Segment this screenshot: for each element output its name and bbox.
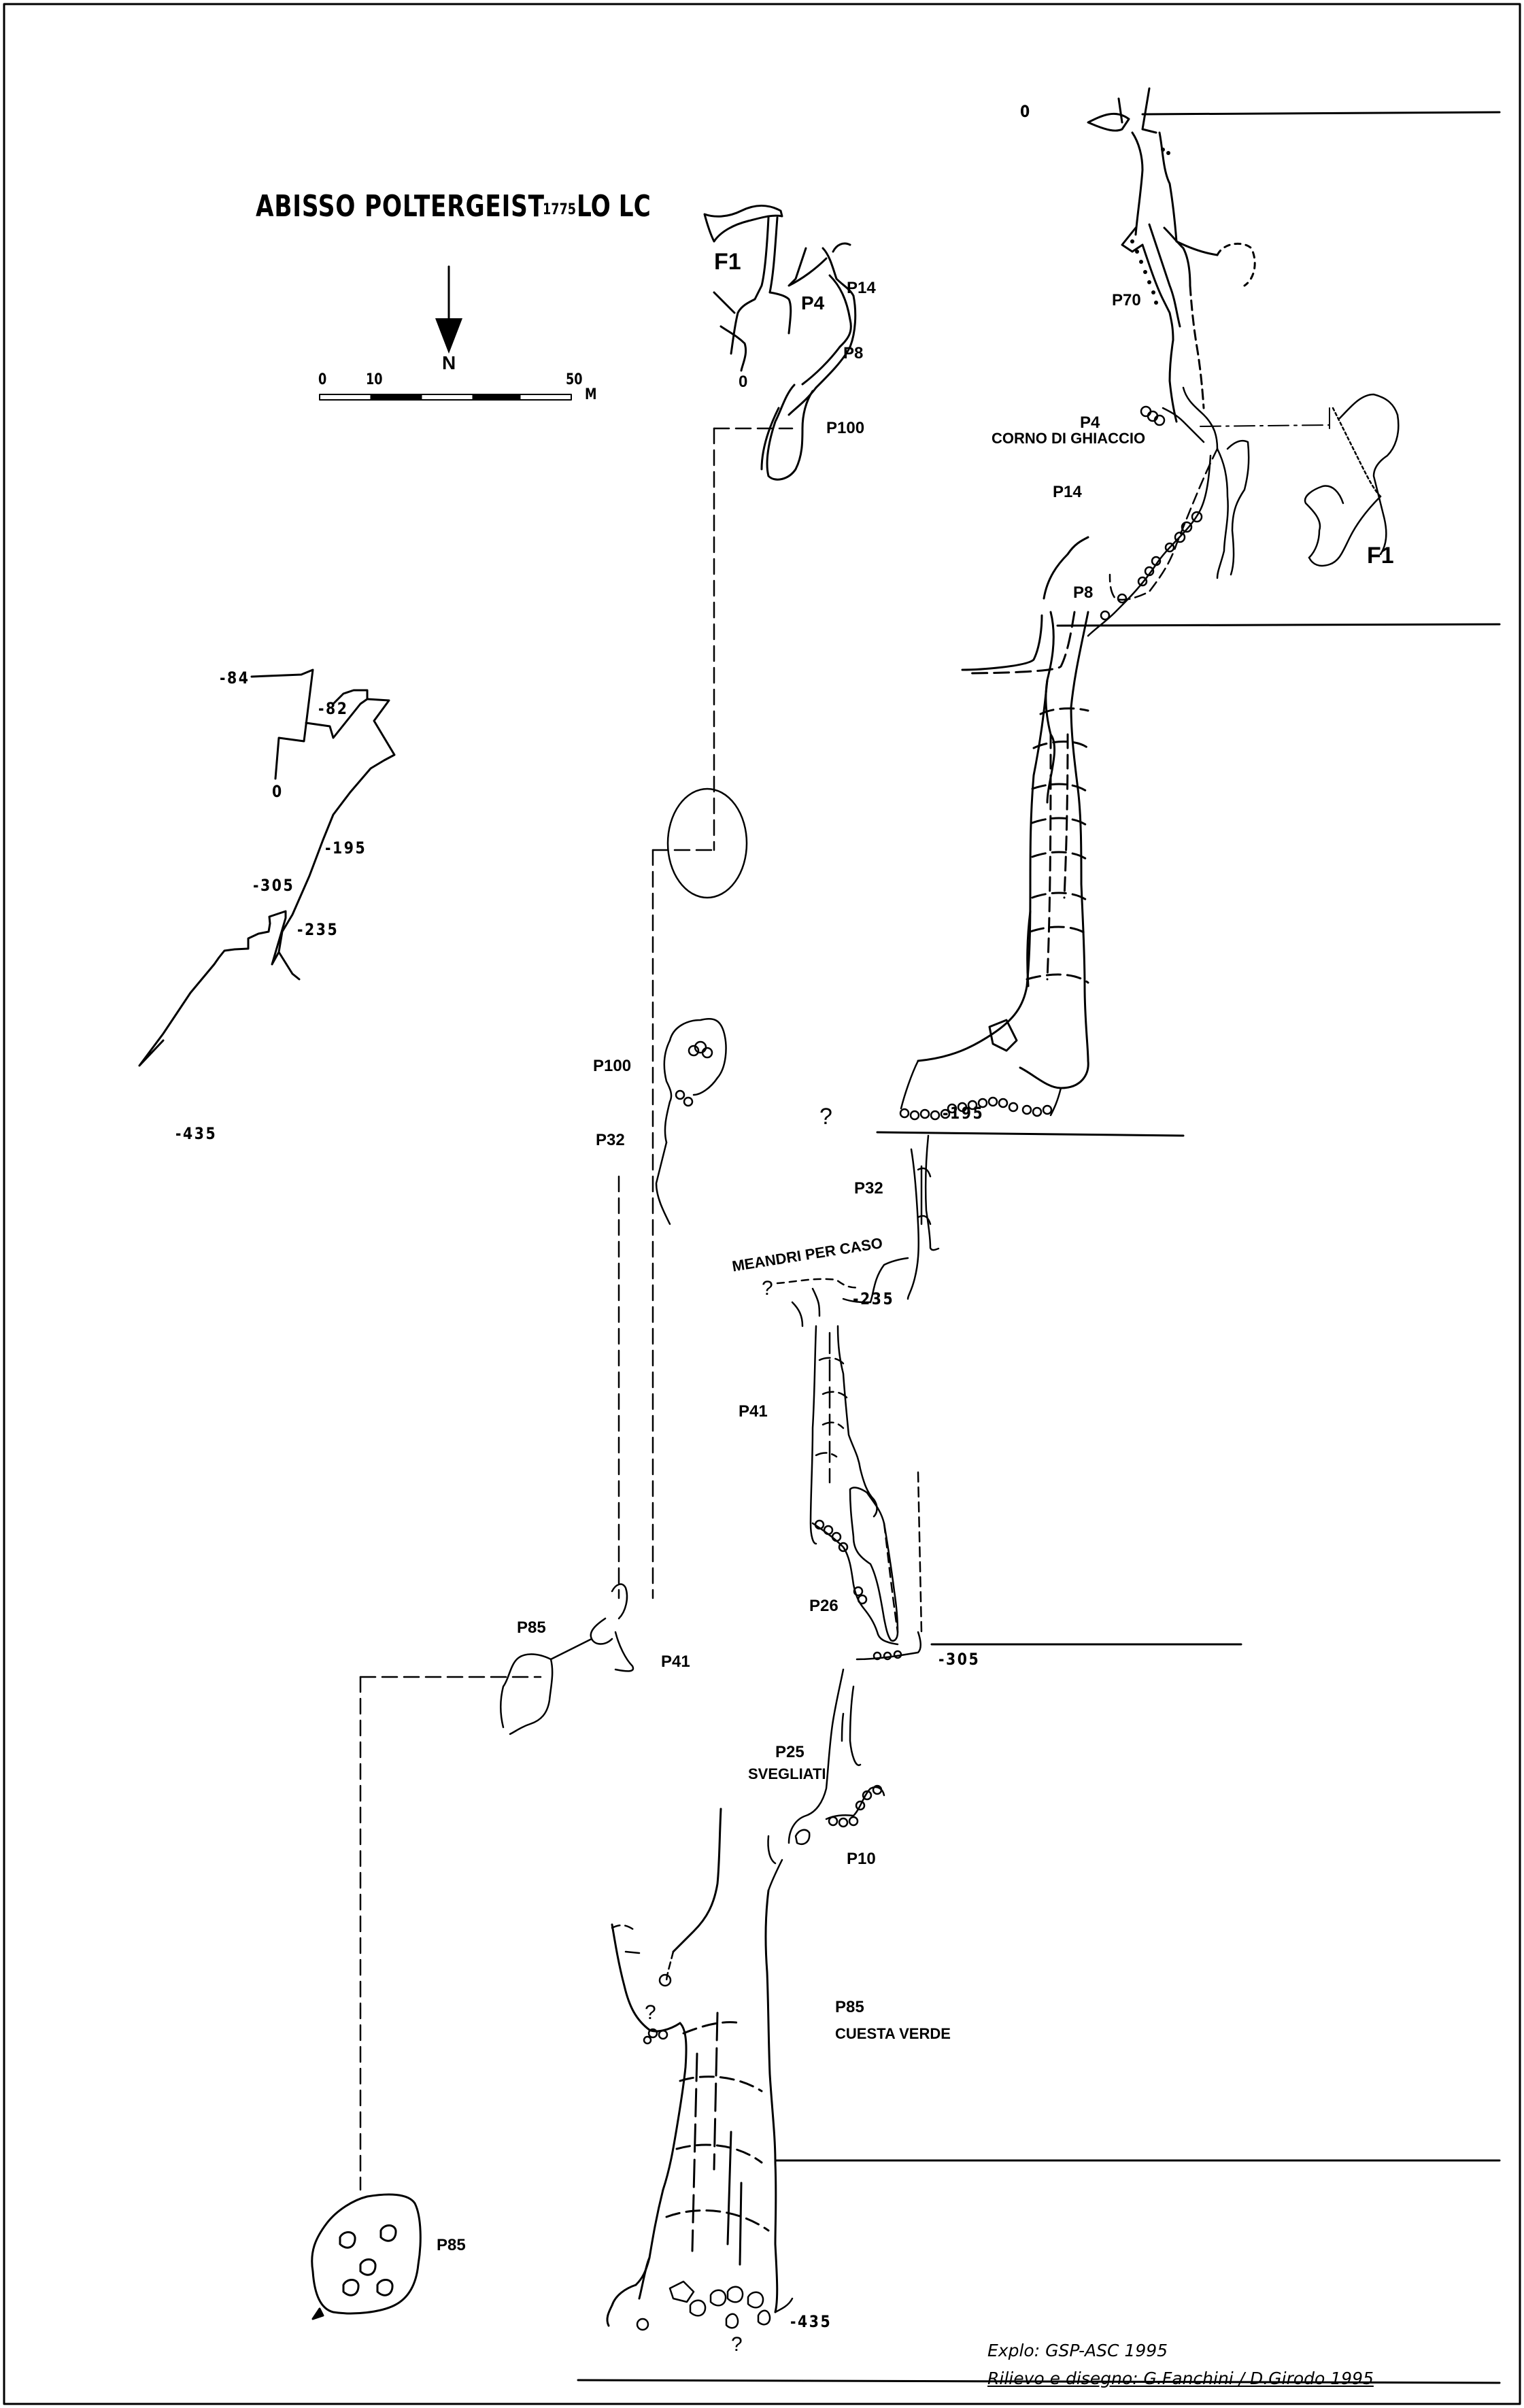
scale-tick-50: 50 [566,371,583,388]
section-label-p41: P41 [739,1402,768,1421]
section-195-breakdown [899,1059,1062,1121]
section-p4-p14-p8 [1087,386,1250,637]
section-label-p32: P32 [854,1179,883,1198]
plan-label-p85: P85 [517,1618,546,1637]
profile-line [138,668,396,1067]
profile-depth-84: -84 [220,668,250,688]
plan-label-p32: P32 [596,1131,625,1149]
credits-survey: Rilievo e disegno: G.Fanchini / D.Girodo… [987,2369,1374,2388]
section-depth-235: -235 [853,1289,895,1308]
plan-dashed-connectors [359,427,794,2191]
section-label-p10: P10 [847,1850,876,1868]
north-label: N [442,352,456,373]
section-p70-blocks [1130,148,1170,305]
plan-label-0: 0 [739,373,748,391]
section-label-p14: P14 [1053,483,1082,501]
unknown-marker-435: ? [731,2333,743,2356]
place-svegliati: SVEGLIATI [748,1765,826,1782]
section-label-p85: P85 [835,1998,864,2016]
section-p32-shaft [776,1134,940,1327]
section-upper-shaft [917,536,1089,1089]
section-depth-435: -435 [790,2312,832,2331]
plan-label-p41: P41 [661,1652,690,1671]
profile-depth-82: -82 [318,699,349,718]
plan-label-p100: P100 [593,1057,632,1075]
unknown-marker-195: ? [819,1104,832,1130]
section-p41-shaft [809,1325,878,1545]
section-p25-p10 [767,1668,885,1892]
scale-tick-0: 0 [318,371,327,388]
profile-depth-195: -195 [325,838,367,858]
credits-exploration: Explo: GSP-ASC 1995 [987,2341,1168,2360]
place-corno-di-ghiaccio: CORNO DI GHIACCIO [992,430,1146,447]
section-p26 [811,1471,923,1661]
profile-depth-0: 0 [272,782,284,801]
section-p85-upper-left-branch [611,1924,675,2045]
section-label-p70: P70 [1112,291,1141,309]
plan-p85-p41-cluster [500,1583,634,1735]
section-label-p25: P25 [775,1743,805,1761]
scale-unit: M [585,386,597,403]
plan-label-p4: P4 [801,292,825,313]
section-p85-shaft [606,1808,779,2327]
section-label-p4: P4 [1080,413,1100,432]
plan-label-p14: P14 [847,279,876,297]
section-435-breakdown [636,2280,794,2331]
scale-bar [319,394,572,401]
cadastral-number: 1775 [543,201,576,218]
level-lines [577,111,1501,2384]
profile-depth-235: -235 [297,920,339,939]
scale-tick-10: 10 [366,371,383,388]
plan-p85-chamber [311,2193,422,2320]
plan-label-p85-chamber: P85 [437,2236,466,2254]
section-label-p8: P8 [1073,583,1094,602]
cave-title: ABISSO POLTERGEIST [256,189,545,224]
north-arrow-icon [435,265,462,354]
plan-label-p8: P8 [843,344,864,362]
section-f1-branch [1304,393,1400,567]
section-entrance-p70 [1087,87,1256,423]
profile-depth-305: -305 [253,876,295,895]
plan-upper-complex [703,205,857,481]
unknown-marker-235: ? [762,1277,773,1300]
plan-label-p100-upper: P100 [826,419,865,437]
profile-depth-435: -435 [175,1124,218,1143]
sheet-border [3,3,1521,2405]
plan-label-f1: F1 [714,249,741,275]
place-cuesta-verde: CUESTA VERDE [835,2025,951,2042]
plan-p100-room [655,1017,727,1225]
section-depth-305: -305 [938,1650,981,1669]
section-entrance-0: 0 [1020,102,1032,121]
plan-room-oval [666,787,748,899]
section-label-p26: P26 [809,1597,839,1615]
section-depth-195: -195 [943,1104,985,1123]
section-label-f1: F1 [1367,543,1394,569]
unknown-marker-p85: ? [645,2001,656,2024]
cadastral-code: LO LC [577,189,651,224]
